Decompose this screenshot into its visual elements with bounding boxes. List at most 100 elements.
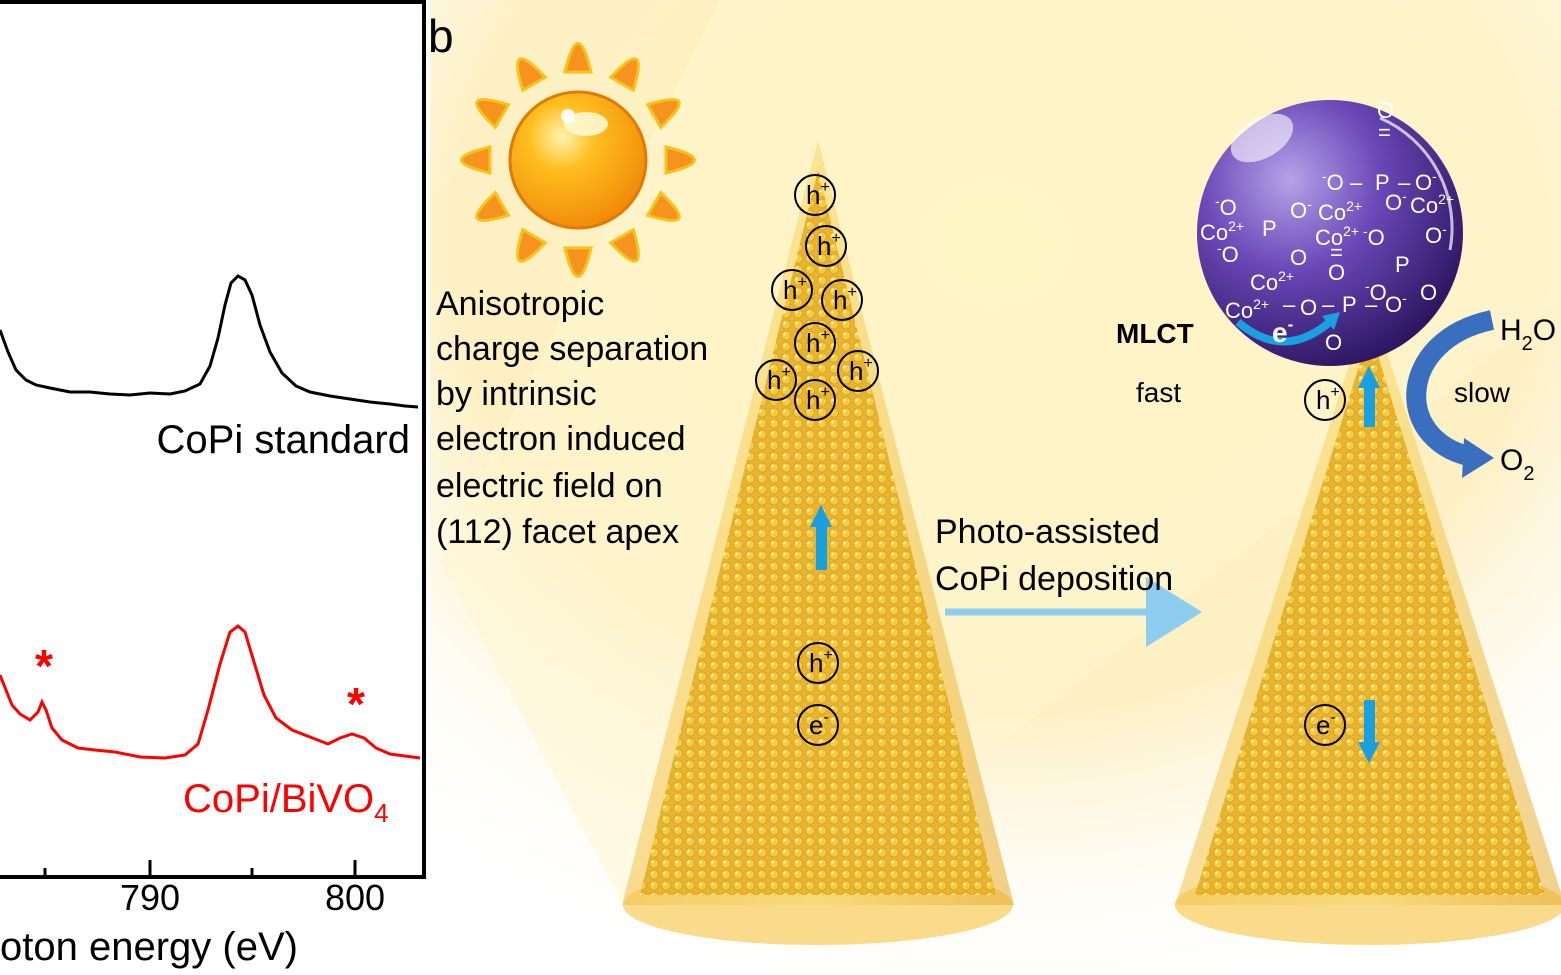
slow-label: slow [1454, 377, 1511, 408]
copi-sphere [1197, 100, 1463, 366]
panel-b: b Anisotropic charge separation by intri… [428, 0, 1561, 975]
chem-label: = [1378, 120, 1391, 145]
svg-text:e-: e- [1316, 709, 1336, 740]
sun-ray [608, 227, 640, 263]
bivo4-cone-right [1175, 300, 1561, 945]
svg-text:h+: h+ [809, 647, 833, 678]
description-line-5: electric field on [436, 467, 663, 505]
description-line-4: electron induced [436, 420, 686, 458]
sun-ray [460, 145, 492, 175]
chem-label: O- [1385, 188, 1407, 215]
mlct-electron-arrow [1235, 316, 1335, 346]
svg-text:h+: h+ [767, 364, 791, 395]
chem-label: P [1375, 170, 1390, 195]
chem-label: O [1377, 98, 1394, 123]
panel-a: CoPi standard * * CoPi/BiVO4 790 800 oto… [0, 0, 426, 969]
red-asterisk-2: * [347, 678, 365, 730]
red-spectrum-line [0, 624, 421, 760]
deposition-line-1: Photo-assisted [935, 513, 1160, 551]
chem-label: O- [1425, 221, 1447, 248]
chem-label: P [1342, 292, 1357, 317]
sun-ray [475, 190, 511, 222]
down-arrow-right [1358, 700, 1380, 763]
chem-label: -O [1322, 168, 1344, 195]
fast-label: fast [1136, 377, 1181, 408]
chem-label: Co2+ [1318, 198, 1362, 225]
electron-carrier-right: e- [1304, 704, 1346, 746]
electron-carrier-left: e- [797, 704, 839, 746]
sun-ray [516, 227, 548, 263]
red-asterisk-1: * [35, 640, 53, 692]
chem-label: Co2+ [1315, 223, 1359, 250]
chem-label: – [1350, 170, 1363, 195]
sun-ray [563, 42, 593, 74]
chem-label: -O [1365, 278, 1387, 305]
svg-text:h+: h+ [806, 179, 830, 210]
chem-label: O- [1385, 290, 1407, 317]
svg-text:h+: h+ [849, 355, 873, 386]
h2o-label: H2O [1500, 314, 1556, 355]
mlct-electron: e- [1272, 315, 1293, 348]
svg-text:h+: h+ [817, 230, 841, 261]
chem-label: P [1262, 216, 1277, 241]
chem-label: O- [1290, 196, 1312, 223]
hole-icon: h+ [1304, 379, 1346, 421]
svg-text:e-: e- [809, 709, 829, 740]
chem-label: = [1330, 240, 1343, 265]
chem-label: P [1395, 252, 1410, 277]
chem-label: Co2+ [1410, 191, 1454, 218]
red-series-label: CoPi/BiVO4 [183, 777, 389, 828]
chem-label: -O [1215, 193, 1237, 220]
description-line-3: by intrinsic [436, 375, 597, 413]
chem-label: O [1420, 280, 1437, 305]
chem-label: Co2+ [1200, 218, 1244, 245]
x-axis-label: oton energy (eV) [0, 925, 298, 969]
black-series-label: CoPi standard [157, 418, 410, 462]
sun-ray [516, 57, 548, 93]
chem-label: O [1325, 330, 1342, 355]
svg-text:h+: h+ [806, 384, 830, 415]
chem-label: Co2+ [1225, 296, 1269, 323]
hole-icon: h+ [771, 269, 813, 311]
panel-a-frame [0, 0, 426, 879]
svg-text:h+: h+ [833, 284, 857, 315]
description-line-2: charge separation [436, 330, 708, 368]
sun-ray [563, 246, 593, 278]
charge-separation-text: Anisotropic charge separation by intrins… [436, 285, 708, 551]
hole-icon: h+ [805, 225, 847, 267]
chem-label: O- [1415, 168, 1437, 195]
mlct-label: MLCT [1116, 318, 1194, 349]
hole-icon: h+ [821, 279, 863, 321]
panel-b-label: b [428, 10, 454, 62]
sun-icon [460, 42, 696, 278]
chem-label: -O [1217, 240, 1239, 267]
description-line-1: Anisotropic [436, 285, 604, 323]
up-arrow-left [810, 505, 832, 570]
chem-label: – [1283, 292, 1296, 317]
sun-ray [475, 98, 511, 130]
hole-icon: h+ [794, 322, 836, 364]
holes-left-apex: h+h+h+h+h+h+h+h+ [755, 174, 879, 421]
x-tick-label-800: 800 [325, 877, 385, 918]
sun-ray [645, 190, 681, 222]
description-line-6: (112) facet apex [436, 513, 679, 551]
hole-icon: h+ [794, 379, 836, 421]
water-oxidation-arrow [1406, 310, 1495, 468]
chem-label: – [1365, 292, 1378, 317]
hole-icon: h+ [797, 642, 839, 684]
chem-label: O [1300, 295, 1317, 320]
up-arrow-right [1358, 366, 1380, 427]
hole-icon: h+ [794, 174, 836, 216]
deposition-line-2: CoPi deposition [935, 560, 1173, 598]
o2-label: O2 [1500, 444, 1534, 485]
electron-icon: e- [1304, 704, 1346, 746]
sun-ray [608, 57, 640, 93]
svg-text:h+: h+ [806, 327, 830, 358]
mlct-arrowhead [1322, 312, 1340, 330]
sun-ray [645, 98, 681, 130]
svg-text:h+: h+ [1316, 384, 1340, 415]
svg-text:h+: h+ [783, 274, 807, 305]
chem-label: – [1322, 292, 1335, 317]
electron-icon: e- [797, 704, 839, 746]
